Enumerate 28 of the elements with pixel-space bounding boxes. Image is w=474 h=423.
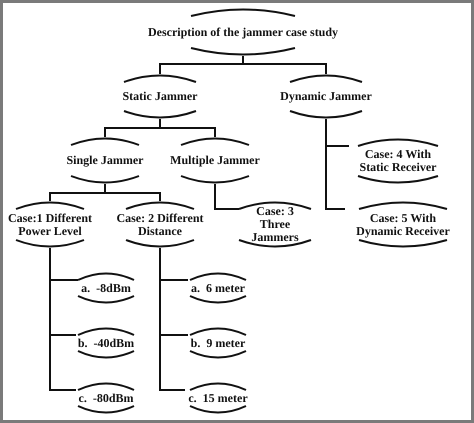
- node-label: b. -40dBm: [78, 336, 134, 350]
- node-label: Single Jammer: [66, 154, 144, 167]
- node-label: Case: 4 With Static Receiver: [358, 148, 438, 174]
- tree-connector: [104, 184, 161, 201]
- bracketed-node: [76, 382, 136, 414]
- node-label: a. 6 meter: [191, 282, 245, 294]
- node-label: a. -8dBm: [81, 282, 131, 294]
- tree-connector: [242, 56, 327, 74]
- bracketed-node: [188, 327, 248, 359]
- tree-connector: [159, 119, 216, 137]
- node-label: Multiple Jammer: [170, 154, 260, 167]
- bracketed-node: [239, 201, 311, 248]
- node-label: Case: 2 Different Distance: [115, 212, 205, 238]
- node-label: Case: 5 With Dynamic Receiver: [355, 212, 451, 238]
- tree-connector: [49, 248, 76, 391]
- node-label: Case: 3 Three Jammers: [250, 205, 300, 244]
- tree-connector: [325, 119, 345, 210]
- bracketed-node: [188, 272, 248, 304]
- node-label: Static Jammer: [122, 90, 198, 103]
- node-label: Case:1 Different Power Level: [6, 212, 94, 238]
- node-label: Dynamic Jammer: [280, 90, 372, 103]
- node-label: b. 9 meter: [190, 336, 246, 350]
- node-label: Description of the jammer case study: [148, 26, 338, 38]
- node-label: c. 15 meter: [188, 392, 248, 404]
- node-label: c. -80dBm: [78, 392, 134, 404]
- bracketed-node: [76, 327, 136, 359]
- tree-connector: [214, 184, 239, 210]
- bracketed-node: [78, 272, 134, 304]
